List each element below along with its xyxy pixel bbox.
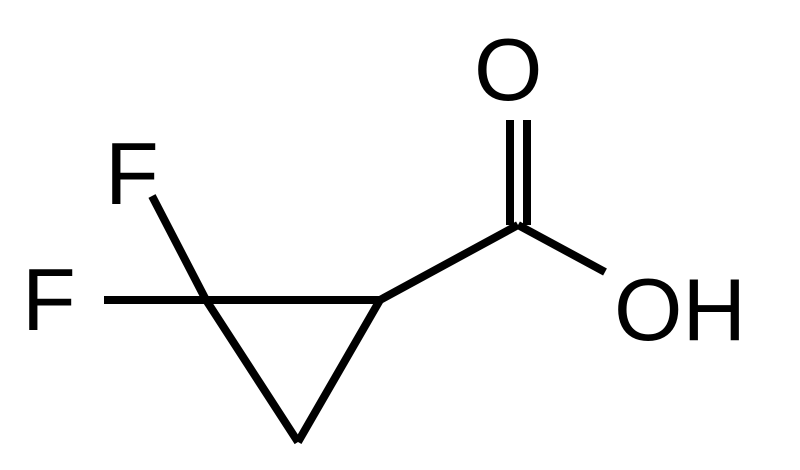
bond-c-oh (516, 221, 607, 276)
atom-label-fluorine-left: F (22, 250, 76, 349)
cyclopropane-ring (202, 296, 384, 445)
bond-ring-to-carboxyl (378, 221, 520, 304)
bond-c-f-top (148, 194, 210, 302)
atom-label-fluorine-top: F (105, 124, 159, 223)
carbonyl-double-bond (506, 120, 531, 225)
ring-bond-left (202, 297, 302, 445)
atom-label-carbonyl-oxygen: O (474, 20, 542, 119)
ring-bond-right (294, 297, 384, 445)
atom-label-hydroxyl: OH (614, 260, 746, 359)
